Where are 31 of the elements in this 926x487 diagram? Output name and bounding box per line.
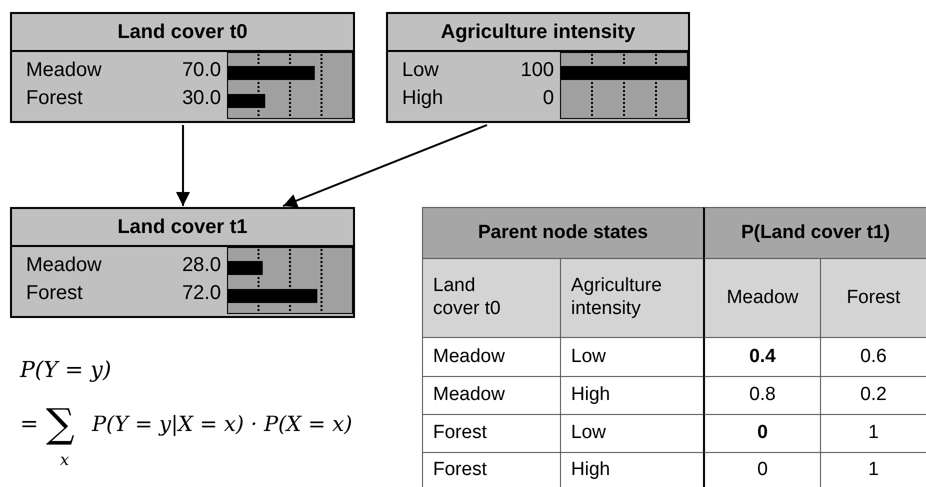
sum-symbol: ∑: [46, 404, 75, 444]
table-cell: Forest: [820, 258, 926, 338]
state-value: 70.0: [182, 60, 221, 80]
node-title: Land cover t1: [117, 215, 248, 240]
table-cell: Land cover t0: [422, 258, 561, 338]
state-value: 100: [520, 60, 554, 80]
table-cell: P(Land cover t1): [703, 207, 926, 259]
state-value: 30.0: [182, 88, 221, 108]
state-name: Forest: [26, 283, 83, 303]
arrow: [176, 125, 190, 206]
state-name: Low: [402, 60, 439, 80]
formula-text: P(Y = y|X = x) · P(X = x): [92, 414, 352, 435]
table-cell: Meadow: [703, 258, 821, 338]
state-name: Meadow: [26, 255, 102, 275]
state-value: 0: [542, 88, 554, 108]
node-title: Land cover t0: [117, 20, 248, 45]
state-value: 72.0: [182, 283, 221, 303]
state-name: High: [402, 88, 444, 108]
network-node: [386, 12, 690, 123]
node-title: Agriculture intensity: [440, 20, 636, 45]
table-cell: Agriculture intensity: [560, 258, 704, 338]
state-name: Meadow: [26, 60, 102, 80]
table-cell: Parent node states: [422, 207, 704, 259]
formula-text: P(Y = y): [20, 360, 112, 382]
network-node: [10, 207, 355, 318]
state-value: 28.0: [182, 255, 221, 275]
network-node: [10, 12, 355, 123]
formula-text: =: [20, 414, 38, 436]
state-name: Forest: [26, 88, 83, 108]
arrow: [282, 124, 488, 208]
formula-text: x: [60, 452, 70, 468]
